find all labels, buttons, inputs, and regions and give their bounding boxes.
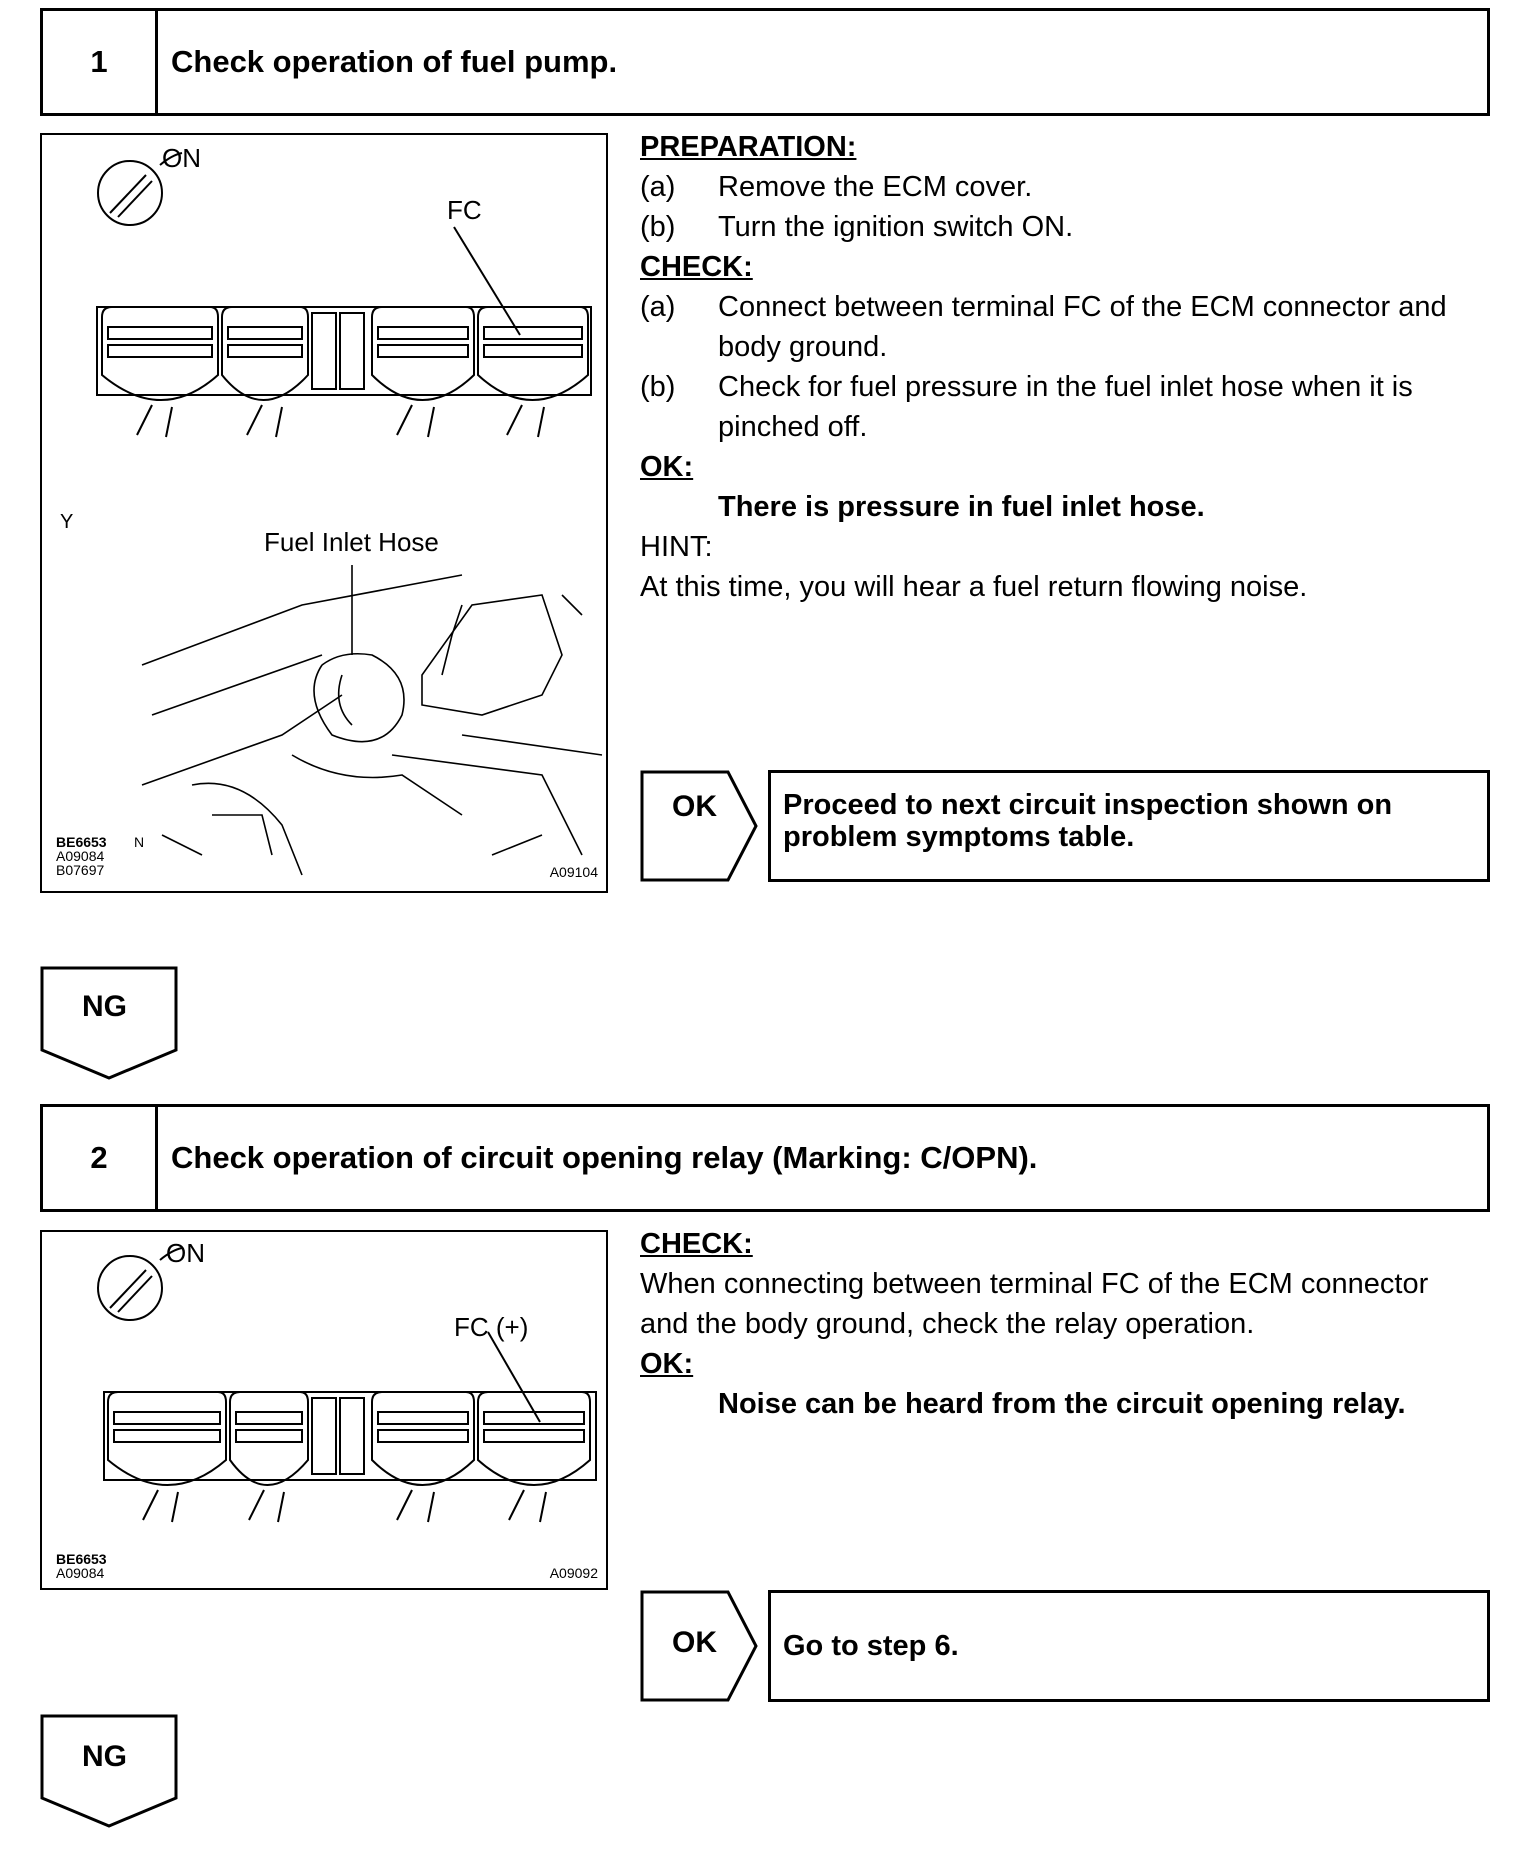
prep-b-text: Turn the ignition switch ON. xyxy=(718,211,1074,243)
step-2-figure: ON FC (+) BE6653 A09084 A09092 xyxy=(40,1230,608,1590)
y-label: Y xyxy=(60,511,74,533)
figure-code-right: A09092 xyxy=(549,1565,598,1581)
check-b-marker: (b) xyxy=(640,371,676,403)
check-heading: CHECK: xyxy=(640,1228,753,1260)
fc-plus-label: FC (+) xyxy=(454,1312,529,1342)
ok-label: OK xyxy=(672,1626,717,1659)
ok-result-box: Proceed to next circuit inspection shown… xyxy=(768,770,1490,882)
ignition-key-icon xyxy=(97,1247,183,1321)
ng-arrow-box xyxy=(40,1714,178,1828)
figure-code-2: A09084 xyxy=(56,848,105,864)
step-number: 2 xyxy=(43,1107,158,1209)
ok-condition: There is pressure in fuel inlet hose. xyxy=(718,491,1205,523)
fuel-inlet-hose-drawing xyxy=(141,565,603,876)
n-label: N xyxy=(134,834,145,850)
hint-text: At this time, you will hear a fuel retur… xyxy=(640,571,1308,603)
figure-code-right: A09104 xyxy=(549,864,598,880)
on-label: ON xyxy=(166,1238,205,1268)
check-line1: When connecting between terminal FC of t… xyxy=(640,1268,1429,1300)
check-b-line2: pinched off. xyxy=(718,411,868,443)
ok-label: OK xyxy=(672,790,717,823)
step-title: Check operation of fuel pump. xyxy=(171,44,618,79)
step-2-header: 2 Check operation of circuit opening rel… xyxy=(40,1104,1490,1212)
ecm-connector-diagram xyxy=(97,1247,597,1523)
check-heading: CHECK: xyxy=(640,251,753,283)
ng-arrow-box xyxy=(40,966,178,1080)
prep-b-marker: (b) xyxy=(640,211,676,243)
ok-result-text: Go to step 6. xyxy=(783,1630,959,1662)
on-label: ON xyxy=(162,143,201,173)
step-title: Check operation of circuit opening relay… xyxy=(171,1140,1038,1175)
step-1-header: 1 Check operation of fuel pump. xyxy=(40,8,1490,116)
ecm-connector-diagram xyxy=(96,152,592,438)
ok-heading: OK: xyxy=(640,1348,694,1380)
ok-result-box: Go to step 6. xyxy=(768,1590,1490,1702)
figure-code-1: BE6653 xyxy=(56,834,107,850)
ok-arrow-box xyxy=(640,1590,758,1702)
check-a-marker: (a) xyxy=(640,291,676,323)
check-a-line2: body ground. xyxy=(718,331,888,363)
step-number: 1 xyxy=(43,11,158,113)
ng-label: NG xyxy=(82,1740,127,1773)
check-b-line1: Check for fuel pressure in the fuel inle… xyxy=(718,371,1413,403)
prep-a-marker: (a) xyxy=(640,171,676,203)
ng-label: NG xyxy=(82,990,127,1023)
figure-code-1: BE6653 xyxy=(56,1551,107,1567)
ignition-key-icon xyxy=(97,152,183,226)
preparation-heading: PREPARATION: xyxy=(640,131,857,163)
check-a-line1: Connect between terminal FC of the ECM c… xyxy=(718,291,1447,323)
fc-label: FC xyxy=(447,195,482,225)
figure-code-3: B07697 xyxy=(56,862,105,878)
prep-a-text: Remove the ECM cover. xyxy=(718,171,1033,203)
fuel-inlet-hose-label: Fuel Inlet Hose xyxy=(264,527,439,557)
ok-result-line2: problem symptoms table. xyxy=(783,821,1135,853)
check-line2: and the body ground, check the relay ope… xyxy=(640,1308,1255,1340)
hint-heading: HINT: xyxy=(640,531,713,563)
ok-result-line1: Proceed to next circuit inspection shown… xyxy=(783,789,1393,821)
figure-code-2: A09084 xyxy=(56,1565,105,1581)
step-1-figure: ON FC Y Fuel Inlet Hose BE6653 N A09084 … xyxy=(40,133,608,893)
ok-condition: Noise can be heard from the circuit open… xyxy=(718,1388,1406,1420)
ok-arrow-box xyxy=(640,770,758,882)
ok-heading: OK: xyxy=(640,451,694,483)
